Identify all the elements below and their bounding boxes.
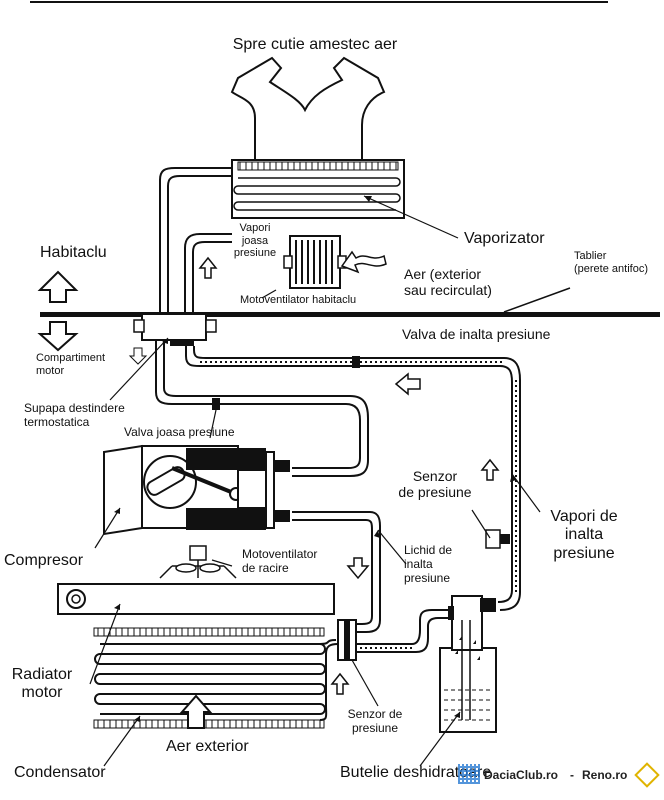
suction-pipe (155, 340, 361, 469)
label-vapori-inalta-presiune: Vapori de inalta presiune (550, 508, 618, 562)
watermark-reno: Reno.ro (582, 768, 628, 782)
leader-lines (89, 195, 541, 767)
label-senzor-presiune-1: Senzor de presiune (398, 468, 472, 501)
cabin-up-arrow (37, 270, 79, 303)
label-radiator-motor: Radiator motor (11, 666, 73, 702)
label-tablier: Tablier (perete antifoc) (574, 250, 648, 275)
air-exterior-arrow (179, 694, 213, 729)
label-motoventilator-racire: Motoventilator de racire (242, 547, 318, 575)
radiator (57, 583, 335, 615)
label-supapa-destindere: Supapa destindere termostatica (24, 401, 125, 429)
flow-arrow-up-small (198, 256, 218, 279)
high-pressure-liquid-line (185, 346, 521, 611)
engine-down-arrow (37, 321, 79, 352)
label-senzor-presiune-2: Senzor de presiune (347, 707, 403, 735)
label-aer-exterior-recirculat: Aer (exterior sau recirculat) (404, 266, 492, 299)
label-compartiment-motor: Compartiment motor (36, 352, 106, 377)
flow-arrow-down (346, 557, 370, 580)
label-vapori-joasa: Vapori joasa presiune (233, 222, 277, 260)
condenser-outlet-pipe (319, 639, 339, 721)
compressor (103, 444, 290, 536)
label-condensator: Condensator (14, 764, 106, 781)
label-valva-inalta-presiune: Valva de inalta presiune (402, 326, 551, 342)
label-motoventilator-habitaclu: Motoventilator habitaclu (240, 294, 357, 306)
air-outlet-arrow (230, 56, 386, 161)
low-pressure-pipe (159, 167, 232, 318)
label-compresor: Compresor (4, 552, 84, 569)
evap-return-pipe (184, 233, 232, 318)
discharge-pipe (292, 511, 381, 633)
label-valva-joasa-presiune: Valva joasa presiune (124, 425, 235, 439)
label-top-title: Spre cutie amestec aer (232, 36, 398, 53)
watermark-separator: - (570, 768, 574, 782)
air-intake-arrow (340, 250, 387, 274)
condenser (93, 627, 326, 729)
evaporator-fins (239, 162, 397, 170)
expansion-valve (141, 313, 207, 341)
firewall-line (40, 312, 660, 317)
label-aer-exterior: Aer exterior (166, 738, 249, 755)
cooling-fan (159, 545, 237, 579)
label-lichid-inalta-presiune: Lichid de inalta presiune (404, 543, 453, 585)
watermark-daciaclub: DaciaClub.ro (484, 768, 559, 782)
label-vaporizator: Vaporizator (464, 230, 545, 247)
flow-arrow-left (394, 372, 421, 396)
receiver-drier (439, 595, 497, 733)
flow-arrow-up (480, 458, 500, 481)
watermark-logo-grid (458, 764, 480, 784)
evaporator-coil (233, 177, 401, 211)
label-habitaclu: Habitaclu (40, 244, 107, 261)
